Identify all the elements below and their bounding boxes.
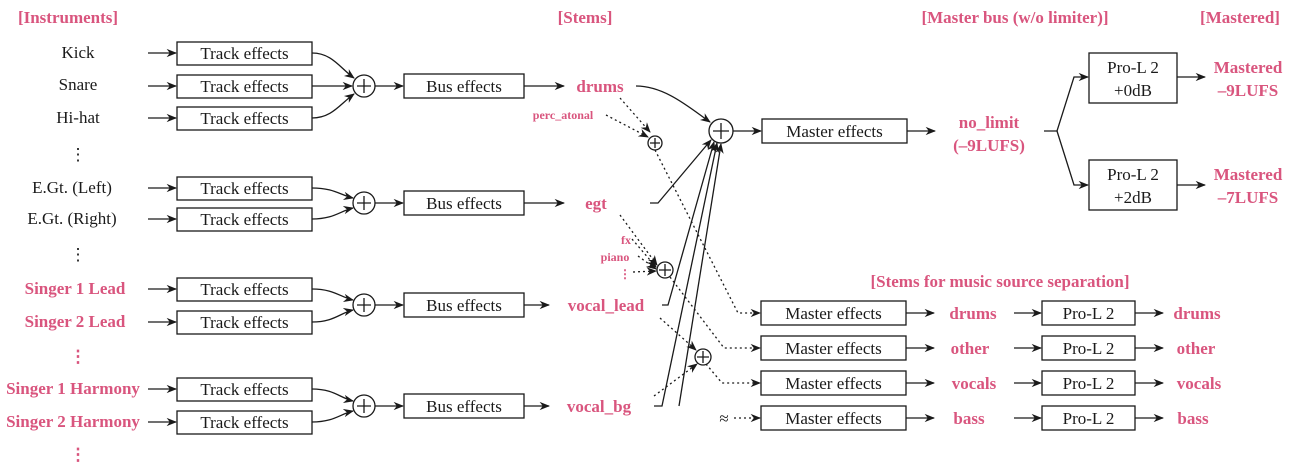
- instrument-singer1-harmony: Singer 1 Harmony: [6, 379, 140, 398]
- mastered-minus9-label: Mastered: [1214, 58, 1283, 77]
- dotted-stem-routing: ≈: [605, 97, 762, 428]
- mastered-minus7-lufs: –7LUFS: [1217, 188, 1278, 207]
- master-effects-box-sep-bass: [760, 405, 907, 431]
- ellipsis-guitars: ⋮: [70, 245, 87, 264]
- track-effects-label: Track effects: [200, 380, 288, 399]
- master-sum-group: Master effects no_limit (–9LUFS): [635, 85, 1025, 407]
- bus-effects-label: Bus effects: [426, 397, 502, 416]
- track-effects-label: Track effects: [200, 77, 288, 96]
- mastering-branch: Pro-L 2 +0dB Mastered –9LUFS Pro-L 2 +2d…: [1044, 52, 1283, 211]
- prol2-box-sep-drums: [1041, 300, 1136, 326]
- sep-output-vocals: vocals: [1177, 374, 1222, 393]
- instrument-singer2-lead: Singer 2 Lead: [25, 312, 126, 331]
- sep-output-drums: drums: [1173, 304, 1221, 323]
- track-effects-label: Track effects: [200, 44, 288, 63]
- instrument-singer1-lead: Singer 1 Lead: [25, 279, 126, 298]
- ellipsis-drums: ⋮: [70, 145, 87, 164]
- stem-drums: drums: [576, 77, 624, 96]
- prol2-label: Pro-L 2: [1063, 304, 1115, 323]
- stem-perc-atonal: perc_atonal: [533, 108, 594, 122]
- master-effects-label: Master effects: [785, 339, 881, 358]
- bus-effects-label: Bus effects: [426, 194, 502, 213]
- track-summing-group: [311, 52, 376, 423]
- prol2-box-sep-vocals: [1041, 370, 1136, 396]
- instrument-singer2-harmony: Singer 2 Harmony: [6, 412, 140, 431]
- mastered-minus9-lufs: –9LUFS: [1217, 81, 1278, 100]
- track-effects-label: Track effects: [200, 413, 288, 432]
- prol2-label: Pro-L 2: [1063, 339, 1115, 358]
- master-effects-label: Master effects: [785, 409, 881, 428]
- stem-vocal-lead: vocal_lead: [568, 296, 645, 315]
- bus-effects-label: Bus effects: [426, 296, 502, 315]
- prol2-label: Pro-L 2: [1107, 58, 1159, 77]
- bus-effects-box-vocal-lead: [403, 292, 525, 318]
- stem-egt: egt: [585, 194, 607, 213]
- header-stems: [Stems]: [558, 8, 613, 27]
- sep-stem-drums: drums: [949, 304, 997, 323]
- bus-effects-group: Bus effects Bus effects Bus effects Bus …: [375, 73, 566, 419]
- prol2-label: Pro-L 2: [1063, 409, 1115, 428]
- bus-effects-box-egt: [403, 190, 525, 216]
- track-effects-label: Track effects: [200, 179, 288, 198]
- instrument-egt-right: E.Gt. (Right): [27, 209, 116, 228]
- header-mastered: [Mastered]: [1200, 8, 1280, 27]
- bus-effects-label: Bus effects: [426, 77, 502, 96]
- stem-fx: fx: [621, 233, 631, 247]
- sep-output-bass: bass: [1177, 409, 1209, 428]
- instrument-kick: Kick: [61, 43, 95, 62]
- separation-rows: Master effects drums Pro-L 2 drums Maste…: [760, 300, 1222, 431]
- header-instruments: [Instruments]: [18, 8, 118, 27]
- ellipsis-harmony: ⋮: [70, 445, 87, 464]
- track-effects-label: Track effects: [200, 210, 288, 229]
- stem-labels: drums perc_atonal egt fx piano ⋮ vocal_l…: [533, 77, 645, 416]
- stem-piano: piano: [601, 250, 630, 264]
- master-effects-label: Master effects: [785, 374, 881, 393]
- instrument-egt-left: E.Gt. (Left): [32, 178, 112, 197]
- sep-stem-other: other: [951, 339, 990, 358]
- track-effects-label: Track effects: [200, 280, 288, 299]
- track-effects-group: Track effects Track effects Track effect…: [148, 41, 313, 435]
- prol2-label: Pro-L 2: [1063, 374, 1115, 393]
- stem-more: ⋮: [619, 267, 631, 281]
- header-separation-stems: [Stems for music source separation]: [870, 272, 1129, 291]
- header-master-bus: [Master bus (w/o limiter)]: [921, 8, 1108, 27]
- instrument-labels: Kick Snare Hi-hat ⋮ E.Gt. (Left) E.Gt. (…: [6, 43, 140, 464]
- prol2-box-0db: [1088, 52, 1178, 104]
- gain-0db-label: +0dB: [1114, 81, 1152, 100]
- ellipsis-lead: ⋮: [70, 347, 87, 366]
- sep-output-other: other: [1177, 339, 1216, 358]
- stem-vocal-bg: vocal_bg: [567, 397, 632, 416]
- prol2-label: Pro-L 2: [1107, 165, 1159, 184]
- no-limit-label: no_limit: [959, 113, 1020, 132]
- track-effects-label: Track effects: [200, 313, 288, 332]
- gain-2db-label: +2dB: [1114, 188, 1152, 207]
- instrument-hihat: Hi-hat: [56, 108, 100, 127]
- instrument-snare: Snare: [59, 75, 98, 94]
- track-effects-label: Track effects: [200, 109, 288, 128]
- sep-stem-vocals: vocals: [952, 374, 997, 393]
- master-effects-label: Master effects: [786, 122, 882, 141]
- prol2-box-sep-bass: [1041, 405, 1136, 431]
- mastered-minus7-label: Mastered: [1214, 165, 1283, 184]
- break-symbol-icon: ≈: [719, 409, 728, 428]
- no-limit-lufs: (–9LUFS): [953, 136, 1025, 155]
- master-effects-label: Master effects: [785, 304, 881, 323]
- sep-stem-bass: bass: [953, 409, 985, 428]
